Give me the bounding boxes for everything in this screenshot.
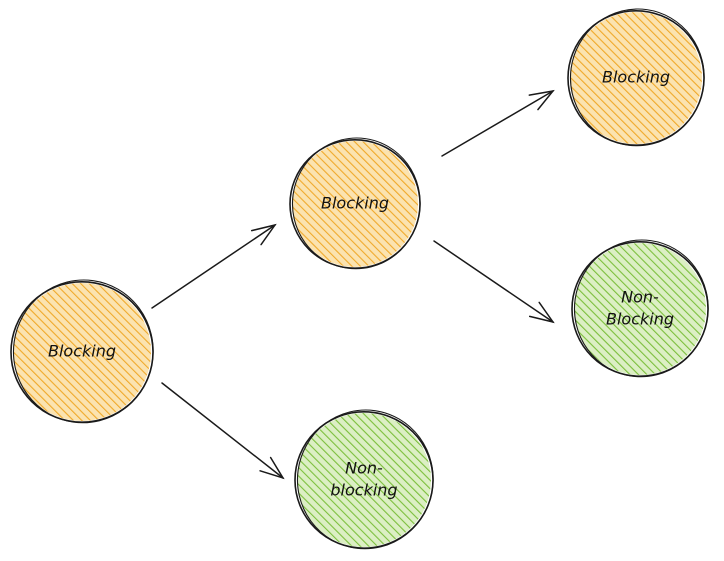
edge-root-mid (151, 223, 277, 309)
node-fill (570, 12, 702, 144)
edge-line (441, 90, 554, 157)
node-root: Blocking (10, 279, 154, 424)
node-outline-sketch (573, 239, 709, 378)
edge-line (433, 240, 554, 323)
arrowhead-icon (259, 456, 285, 480)
node-outline-sketch (569, 8, 705, 147)
node-outline-sketch (296, 409, 434, 550)
node-outline-sketch (12, 279, 154, 424)
edge-mid-right (433, 240, 555, 324)
node-label: Non- (621, 288, 659, 307)
arrowhead-icon (528, 301, 555, 324)
node-fill (13, 283, 151, 421)
edge-mid-top (441, 89, 555, 157)
node-fill (297, 413, 431, 547)
node-fill (574, 243, 706, 375)
arrowhead-icon (250, 223, 277, 246)
node-mid: Blocking (289, 137, 421, 270)
edges-layer (151, 89, 555, 480)
node-top: Blocking (567, 8, 705, 147)
node-label: Blocking (48, 342, 116, 361)
node-fill (292, 141, 418, 267)
arrowhead-icon (528, 89, 555, 111)
node-outline-sketch (291, 137, 421, 270)
node-label: Non- (345, 459, 383, 478)
nodes-layer: BlockingBlockingNon-blockingBlockingNon-… (10, 8, 709, 550)
node-label: blocking (330, 481, 397, 500)
node-right: Non- Blocking (571, 239, 709, 378)
node-low: Non-blocking (294, 409, 434, 550)
edge-line (151, 224, 276, 309)
edge-line (161, 382, 284, 479)
node-label: Blocking (321, 194, 389, 213)
node-label: Blocking (602, 68, 670, 87)
node-label: Blocking (606, 310, 674, 329)
edge-root-low (161, 382, 285, 480)
